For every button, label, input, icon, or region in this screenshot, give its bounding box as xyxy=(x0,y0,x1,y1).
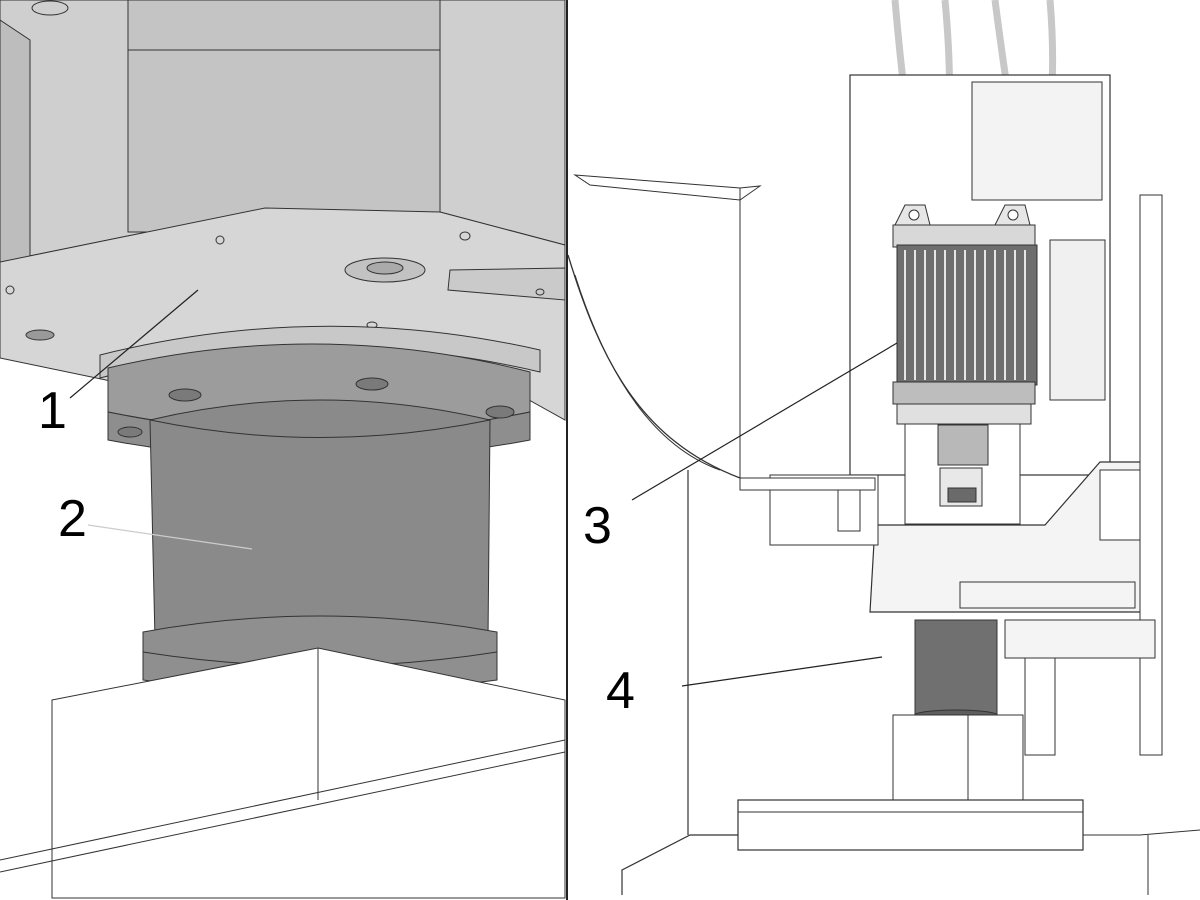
top-cover-plate xyxy=(573,174,762,201)
machine-base xyxy=(621,834,738,895)
leader-line-4 xyxy=(681,656,883,687)
spindle-motor xyxy=(892,204,1038,425)
leader-line-3 xyxy=(631,342,898,501)
leader-line-1 xyxy=(69,289,199,399)
callout-2: 2 xyxy=(58,490,87,548)
spindle-cartridge xyxy=(914,619,998,716)
left-panel-spindle-detail: 1 2 xyxy=(0,0,566,899)
leader-line-2 xyxy=(87,524,253,550)
chip-guard xyxy=(567,254,746,481)
guide-rail xyxy=(1139,194,1163,756)
callout-4: 4 xyxy=(606,662,635,720)
base-block xyxy=(51,647,566,899)
side-wall xyxy=(0,19,31,276)
machine-table xyxy=(737,799,1084,851)
callout-3: 3 xyxy=(583,497,612,555)
upper-cylinder xyxy=(127,0,441,233)
callout-1: 1 xyxy=(38,382,67,440)
right-panel-machine-overview: 3 4 xyxy=(567,0,1200,895)
